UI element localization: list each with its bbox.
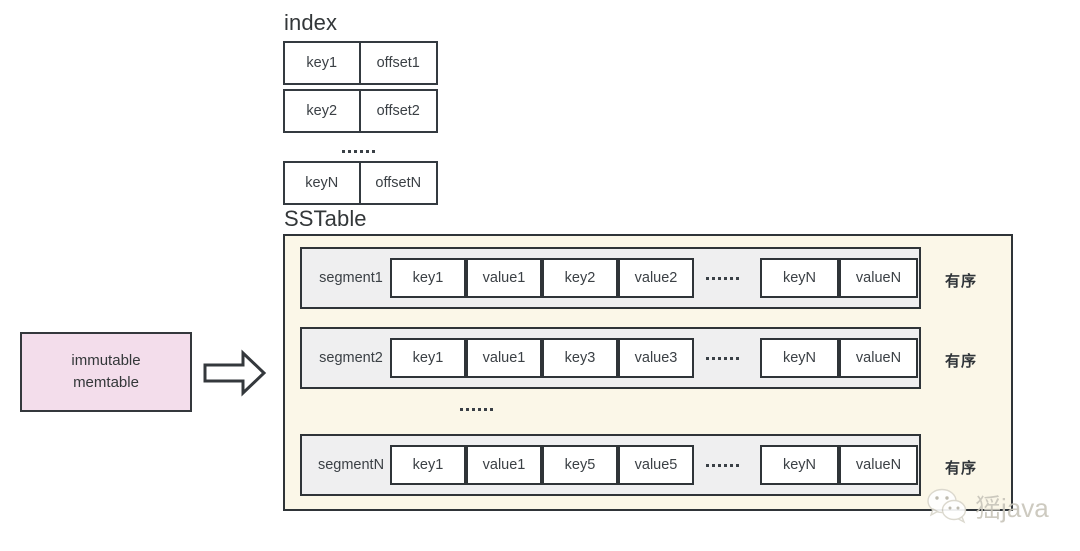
index-key-cell: key2: [285, 91, 361, 131]
segment-row-1: segment1 key1 value1 key2 value2 keyN va…: [300, 247, 921, 309]
sorted-label-2: 有序: [945, 353, 978, 370]
sorted-label-1: 有序: [945, 273, 978, 290]
segment-ellipsis-icon: [706, 277, 739, 280]
segment-cell: value3: [618, 338, 694, 378]
index-offset-cell: offset2: [376, 103, 420, 119]
index-title: index: [284, 10, 338, 35]
segment-cell: value1: [466, 445, 542, 485]
index-key-cell: keyN: [285, 163, 361, 203]
segment-label: segment1: [319, 270, 383, 286]
segment-cell: key5: [542, 445, 618, 485]
memtable-line-2: memtable: [73, 374, 139, 391]
segment-row-n: segmentN key1 value1 key5 value5 keyN va…: [300, 434, 921, 496]
segment-ellipsis-icon: [706, 357, 739, 360]
segment-cell: key1: [390, 445, 466, 485]
segment-tail-cell: keyN: [760, 338, 839, 378]
sorted-label-n: 有序: [945, 460, 978, 477]
index-ellipsis-icon: [342, 150, 375, 153]
index-offset-cell: offsetN: [375, 175, 422, 191]
segment-label: segmentN: [317, 457, 385, 473]
segment-row-2: segment2 key1 value1 key3 value3 keyN va…: [300, 327, 921, 389]
segment-tail-cell: keyN: [760, 258, 839, 298]
flow-arrow-icon: [203, 348, 267, 403]
segment-label: segment2: [319, 350, 383, 366]
segment-cell: value5: [618, 445, 694, 485]
index-offset-cell: offset1: [376, 55, 420, 71]
segment-cell: key1: [390, 258, 466, 298]
index-row: key2 offset2: [283, 89, 438, 133]
segment-cell: value2: [618, 258, 694, 298]
segment-ellipsis-icon: [706, 464, 739, 467]
index-key-cell: key1: [285, 43, 361, 83]
segment-tail-cell: valueN: [839, 445, 918, 485]
segment-cell: key2: [542, 258, 618, 298]
segment-cell: key1: [390, 338, 466, 378]
segment-tail-cell: valueN: [839, 338, 918, 378]
sstable-ellipsis-icon: [460, 408, 493, 411]
segment-tail-cell: valueN: [839, 258, 918, 298]
sstable-title: SSTable: [284, 206, 367, 231]
immutable-memtable-box: immutable memtable: [20, 332, 192, 412]
segment-cell: key3: [542, 338, 618, 378]
segment-cell: value1: [466, 258, 542, 298]
segment-cell: value1: [466, 338, 542, 378]
memtable-line-1: immutable: [71, 352, 141, 369]
index-row: key1 offset1: [283, 41, 438, 85]
segment-tail-cell: keyN: [760, 445, 839, 485]
index-row: keyN offsetN: [283, 161, 438, 205]
